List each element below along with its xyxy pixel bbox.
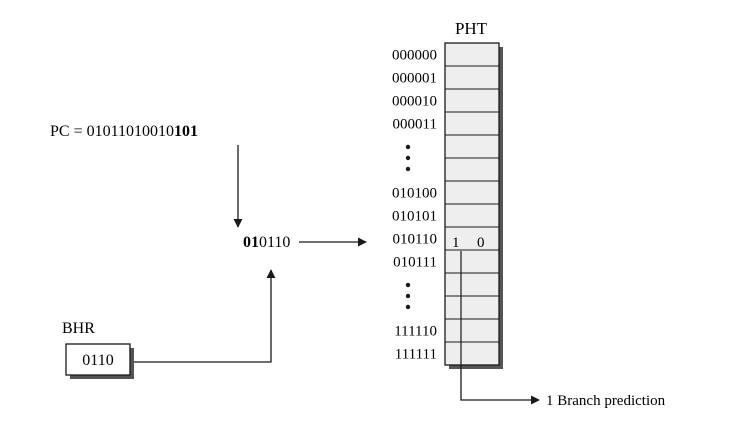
prediction-label: 1 Branch prediction	[546, 393, 666, 409]
pc-label: PC = 01011010010101	[50, 123, 198, 140]
prediction-arrow	[460, 368, 540, 405]
pht-row-label: 000001	[392, 71, 437, 87]
pht-row-label: 010110	[393, 232, 437, 248]
ellipsis-dot	[405, 293, 411, 299]
pht-row-label: 111110	[394, 324, 437, 340]
pht-row-label: 010111	[393, 255, 437, 271]
pht-title: PHT	[455, 19, 488, 38]
pht-row-lines	[445, 65, 499, 343]
ellipsis-dot	[405, 166, 411, 172]
ellipsis-dot	[405, 144, 411, 150]
pht-row-label: 010100	[392, 186, 437, 202]
pht-row-labels: 000000 000001 000010 000011 010100 010101 0101…	[392, 48, 437, 363]
index-label: 010110	[243, 234, 290, 251]
pht-row-label: 000011	[393, 117, 437, 133]
bhr-box	[65, 343, 131, 376]
pht-bit-1: 1	[452, 235, 460, 251]
pht-row-label: 000000	[392, 48, 437, 64]
bhr-arrow	[134, 269, 276, 363]
ellipsis-dot	[405, 155, 411, 161]
pht-table	[444, 42, 503, 369]
pht-bit-0: 0	[477, 235, 485, 251]
pht-row-label: 111111	[395, 347, 437, 363]
pht-row-label: 000010	[392, 94, 437, 110]
pht-row-label: 010101	[392, 209, 437, 225]
bhr-value: 0110	[82, 352, 113, 369]
pht-ellipsis	[405, 144, 411, 310]
bhr-title: BHR	[62, 320, 95, 337]
ellipsis-dot	[405, 282, 411, 288]
ellipsis-dot	[405, 304, 411, 310]
